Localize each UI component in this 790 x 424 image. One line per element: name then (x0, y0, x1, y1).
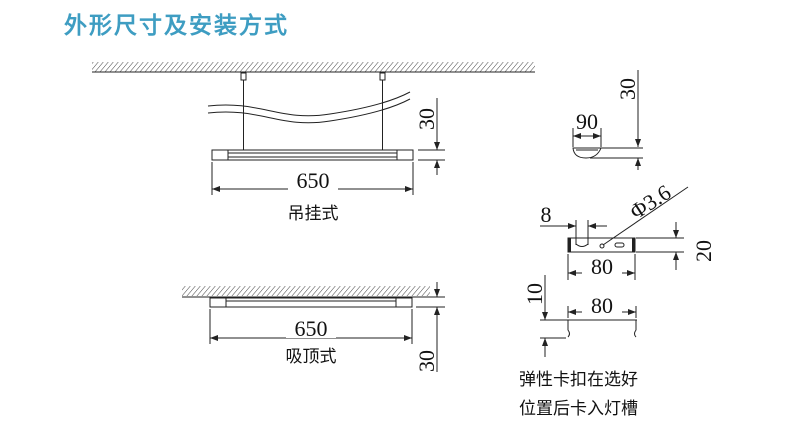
install-note-line-2: 位置后卡入灯槽 (519, 399, 638, 419)
ceiling-height-dim: 30 (414, 350, 439, 372)
lamp-body (209, 297, 413, 308)
clip-height-dim: 10 (522, 283, 547, 305)
bracket-width-dim: 80 (591, 254, 613, 279)
pendant-length-dim: 650 (297, 168, 330, 193)
ceiling-hatch (182, 286, 430, 296)
ceiling-hatch (92, 62, 535, 72)
bracket-slot-dim: 8 (541, 202, 552, 227)
ceiling-label: 吸顶式 (286, 347, 337, 367)
ceiling-length-dim: 650 (295, 316, 328, 341)
ceiling-mount-drawing: 30 650 吸顶式 (182, 282, 445, 372)
pendant-label: 吊挂式 (288, 204, 339, 224)
install-note-line-1: 弹性卡扣在选好 (519, 370, 638, 390)
clip-width-dim: 80 (591, 293, 613, 318)
bracket-drawing: 8 Φ3.6 20 80 (540, 179, 716, 280)
end-cap-shape (572, 147, 602, 159)
mounting-hole (599, 243, 605, 249)
hanger-cap (240, 72, 247, 81)
end-cap-width-dim: 90 (576, 109, 598, 134)
end-cap-drawing: 30 90 (572, 70, 643, 170)
pendant-mount-drawing: 30 650 吊挂式 (92, 62, 535, 224)
power-cable (207, 91, 411, 117)
bracket-hole-dim: Φ3.6 (625, 179, 675, 224)
clip-drawing: 10 80 (522, 275, 637, 357)
pendant-height-dim: 30 (414, 108, 439, 130)
hanger-cap (379, 72, 386, 81)
lamp-body (211, 149, 414, 161)
page-title: 外形尺寸及安装方式 (64, 13, 289, 39)
end-cap-height-dim: 30 (615, 78, 640, 100)
bracket-height-dim: 20 (691, 240, 716, 262)
